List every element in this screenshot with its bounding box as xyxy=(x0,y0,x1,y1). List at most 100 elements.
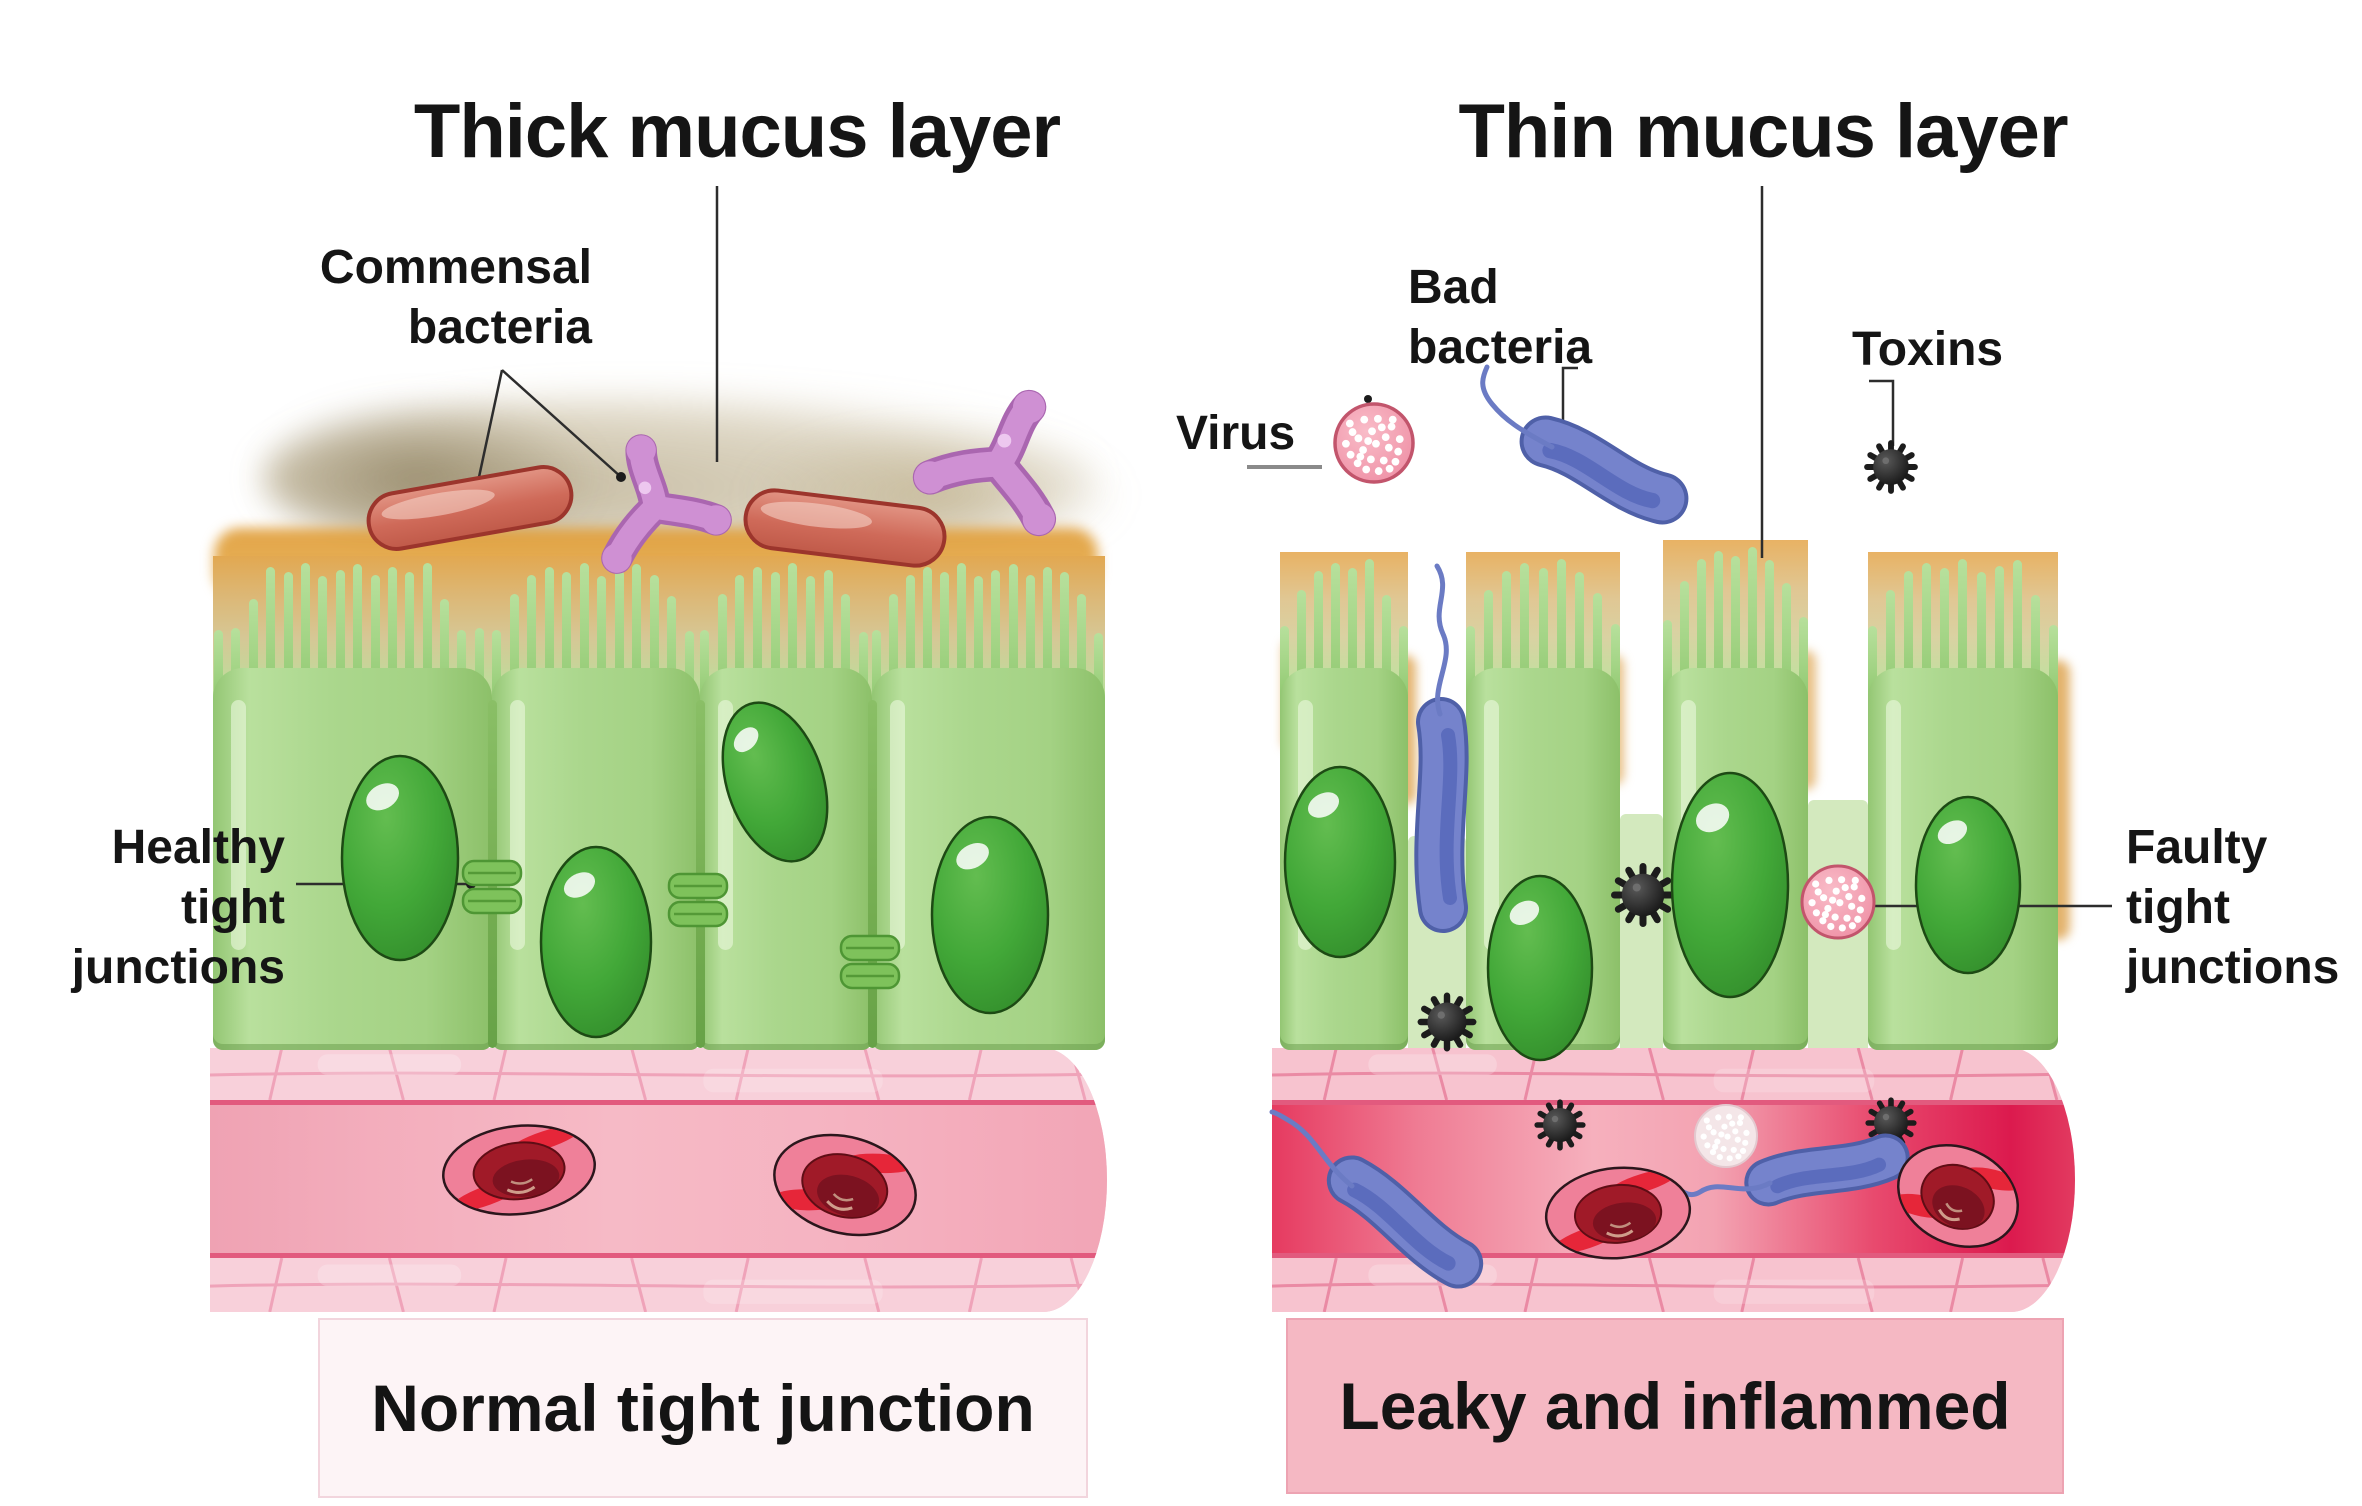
villus-blade xyxy=(1280,626,1289,700)
villus-blade xyxy=(841,594,851,704)
villus-blade xyxy=(1748,547,1757,700)
villus-blade xyxy=(2012,560,2022,700)
villus-blade xyxy=(214,630,223,704)
villus-blade xyxy=(991,570,1001,704)
villus-blade xyxy=(1922,563,1932,700)
villus-blade xyxy=(923,567,933,704)
villus-blade xyxy=(1076,594,1086,704)
villus-blade xyxy=(649,575,659,704)
villus-blade xyxy=(1940,568,1950,700)
vessel-lumen xyxy=(1272,1105,2075,1253)
cell-boundary xyxy=(868,700,877,1048)
villus-blade xyxy=(1331,563,1340,700)
villus-blade xyxy=(700,630,709,704)
cell-highlight xyxy=(1484,700,1499,950)
villus-blade xyxy=(1994,566,2004,700)
vessel-wall-line xyxy=(1272,1100,2075,1105)
villus-blade xyxy=(283,572,293,704)
villus-blade xyxy=(422,563,432,704)
villus-blade xyxy=(752,567,762,704)
villus-blade xyxy=(1520,563,1530,700)
villus-blade xyxy=(579,563,589,704)
cell-highlight xyxy=(1681,700,1696,950)
villus-blade xyxy=(1314,571,1323,700)
villus-blade xyxy=(1663,620,1672,700)
bad-bacteria-label: Bad bacteria xyxy=(1408,261,1593,374)
villus-blade xyxy=(788,563,798,704)
villus-blade xyxy=(1592,593,1602,700)
villus-blade xyxy=(1799,617,1808,700)
villus-blade xyxy=(940,572,950,704)
villus-blade xyxy=(353,564,363,704)
villus-blade xyxy=(1502,571,1512,700)
villus-blade xyxy=(248,599,258,704)
villus-blade xyxy=(1765,560,1774,700)
villus-blade xyxy=(1297,590,1306,700)
villus-blade xyxy=(597,576,607,704)
villus-blade xyxy=(2048,625,2058,700)
villus-blade xyxy=(1556,559,1566,700)
villus-blade xyxy=(1680,581,1689,700)
villus-blade xyxy=(527,575,537,704)
villus-blade xyxy=(457,630,467,704)
right-caption-box: Leaky and inflammed xyxy=(1286,1318,2064,1494)
villus-blade xyxy=(1399,626,1408,700)
villus-blade xyxy=(1904,571,1914,700)
villus-blade xyxy=(770,572,780,704)
villus-blade xyxy=(335,570,345,704)
brush-border-tuft xyxy=(700,556,868,704)
villus-blade xyxy=(562,572,572,704)
villus-blade xyxy=(231,628,241,704)
villus-blade xyxy=(1782,583,1791,700)
virus-label: Virus xyxy=(1176,407,1296,460)
villus-blade xyxy=(509,594,519,704)
faulty-gap xyxy=(1620,814,1663,1048)
villus-blade xyxy=(405,572,415,704)
faulty-gap xyxy=(1808,800,1868,1048)
villus-blade xyxy=(1886,590,1896,700)
villus-blade xyxy=(1025,575,1035,704)
villus-blade xyxy=(974,576,984,704)
cell-highlight xyxy=(718,700,733,950)
brush-border-tuft xyxy=(492,556,694,704)
villus-blade xyxy=(440,599,450,704)
vessel-wall-line xyxy=(210,1253,1107,1258)
villus-blade xyxy=(1976,572,1986,700)
villus-blade xyxy=(1868,626,1877,700)
villus-blade xyxy=(1042,567,1052,704)
villus-blade xyxy=(823,570,833,704)
villus-blade xyxy=(1731,556,1740,700)
villus-blade xyxy=(1538,568,1548,700)
toxins-label: Toxins xyxy=(1852,323,2004,376)
cell-highlight xyxy=(231,700,246,950)
villus-blade xyxy=(387,567,397,704)
faulty-gap xyxy=(1408,836,1466,1048)
villus-blade xyxy=(872,630,881,704)
villus-blade xyxy=(1958,559,1968,700)
villus-blade xyxy=(2030,595,2040,700)
commensal-bacteria-label-line1: Commensal xyxy=(319,241,592,294)
villus-blade xyxy=(684,631,694,704)
villus-blade xyxy=(1714,551,1723,700)
villus-blade xyxy=(1008,564,1018,704)
commensal-bacteria-label-line2: bacteria xyxy=(407,301,592,354)
villus-blade xyxy=(1574,572,1584,700)
villus-blade xyxy=(632,564,642,704)
villus-blade xyxy=(544,567,554,704)
villus-blade xyxy=(1484,590,1494,700)
commensal-bacteria-label: Commensal bacteria xyxy=(260,238,592,358)
villus-blade xyxy=(717,594,727,704)
villus-blade xyxy=(492,630,501,704)
cell-highlight xyxy=(1886,700,1901,950)
villus-blade xyxy=(1382,595,1391,700)
villus-blade xyxy=(1611,624,1620,700)
villus-blade xyxy=(370,575,380,704)
faulty-tight-junctions-label: Faulty tight junctions xyxy=(2126,821,2340,994)
vessel-wall-top xyxy=(210,1048,1107,1100)
left-caption-text: Normal tight junction xyxy=(371,1371,1035,1445)
brush-border-tuft xyxy=(214,556,484,704)
epithelial-cell xyxy=(872,668,1105,1050)
villus-blade xyxy=(957,563,967,704)
villus-blade xyxy=(805,576,815,704)
